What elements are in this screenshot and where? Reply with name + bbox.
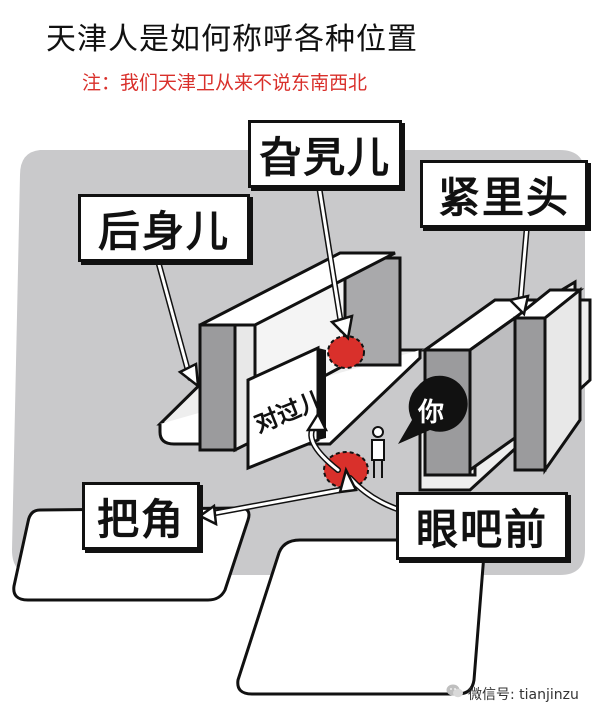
left-building-pillar bbox=[198, 323, 237, 452]
label-bajiao: 把角 bbox=[82, 482, 200, 550]
label-yanbaqian: 眼吧前 bbox=[396, 492, 568, 560]
label-jinlitou: 紧里头 bbox=[420, 160, 588, 228]
label-houshener: 后身儿 bbox=[78, 194, 250, 262]
wechat-watermark: 微信号: tianjinzu bbox=[468, 687, 579, 703]
wechat-icon bbox=[446, 684, 463, 698]
page-title: 天津人是如何称呼各种位置 bbox=[46, 22, 418, 57]
lot-bottom-center bbox=[236, 538, 486, 696]
label-ni: 你 bbox=[418, 398, 445, 428]
page-note: 注：我们天津卫从来不说东南西北 bbox=[82, 72, 368, 94]
person-figure bbox=[371, 426, 385, 478]
label-gajianer: 旮旯儿 bbox=[248, 120, 402, 188]
corner-marker bbox=[327, 335, 365, 369]
you-bubble bbox=[398, 375, 468, 444]
